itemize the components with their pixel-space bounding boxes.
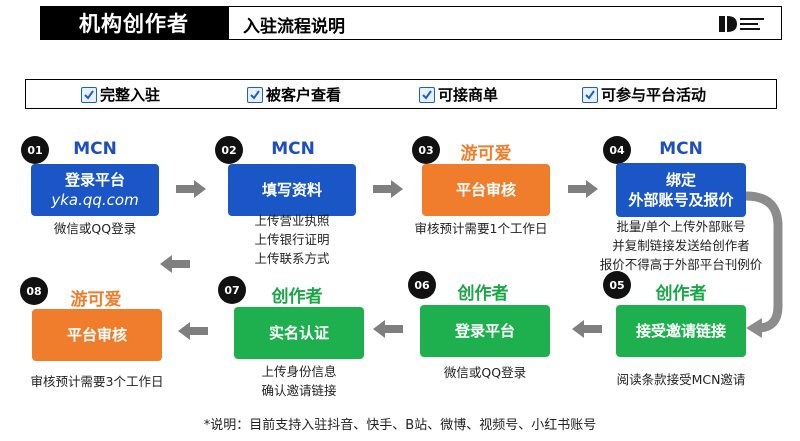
step-role: 创作者	[655, 284, 707, 304]
step-number: 01	[21, 136, 49, 164]
step-box-url: yka.qq.com	[51, 191, 139, 209]
step-number: 04	[603, 136, 631, 164]
feature-label: 被客户查看	[266, 86, 342, 104]
step-box-label: 外部账号及报价	[628, 191, 734, 209]
left-arrow-icon	[160, 255, 190, 273]
feature-label: 可参与平台活动	[601, 86, 707, 104]
step-note-line: 报价不得高于外部平台刊例价	[599, 257, 763, 272]
left-arrow-icon	[178, 322, 208, 340]
step-note: 上传营业执照 上传银行证明 上传联系方式	[212, 211, 372, 268]
step-number: 05	[603, 271, 631, 299]
step-box-label: 接受邀请链接	[635, 322, 726, 340]
step-box: 实名认证	[234, 307, 364, 359]
step-box-label: 登录平台	[454, 322, 515, 340]
step-role: MCN	[73, 139, 117, 159]
checkbox-checked-icon	[81, 86, 97, 103]
checkbox-checked-icon	[247, 86, 263, 103]
brand-logo-icon	[719, 16, 764, 32]
step-number: 02	[215, 136, 243, 164]
step-note: 上传身份信息 确认邀请链接	[219, 362, 379, 400]
step-number: 06	[408, 271, 436, 299]
step-number: 07	[218, 276, 246, 304]
step-role: 创作者	[271, 287, 323, 307]
feature-item: 完整入驻	[81, 84, 160, 105]
step-role: 游可爱	[70, 290, 122, 310]
checkbox-checked-icon	[419, 86, 435, 103]
step-role: 游可爱	[460, 144, 512, 164]
step-note: 微信或QQ登录	[15, 219, 175, 238]
step-box-label: 平台审核	[455, 181, 516, 199]
page-title: 机构创作者	[40, 6, 228, 40]
step-box: 平台审核	[422, 164, 550, 216]
right-arrow-icon	[568, 180, 598, 198]
feature-item: 可参与平台活动	[582, 84, 706, 105]
step-box-label: 绑定	[665, 171, 696, 189]
step-box-label: 填写资料	[261, 181, 322, 199]
step-note-line: 阅读条款接受MCN邀请	[616, 372, 746, 387]
step-box: 绑定 外部账号及报价	[616, 163, 746, 217]
step-box-label: 实名认证	[268, 324, 329, 342]
left-arrow-icon	[572, 320, 602, 338]
step-number: 08	[20, 277, 48, 305]
step-note: 阅读条款接受MCN邀请	[591, 370, 771, 389]
step-role: MCN	[659, 139, 703, 159]
step-note-line: 上传银行证明	[254, 232, 330, 247]
step-note: 微信或QQ登录	[405, 363, 565, 382]
step-box: 登录平台	[420, 305, 550, 357]
curved-arrow-icon	[745, 191, 783, 338]
step-box-label: 登录平台	[64, 171, 125, 189]
step-box: 登录平台 yka.qq.com	[31, 164, 159, 216]
step-note: 批量/单个上传外部账号 并复制链接发送给创作者 报价不得高于外部平台刊例价	[586, 217, 776, 274]
step-note: 审核预计需要1个工作日	[396, 219, 566, 238]
footer-note: *说明：目前支持入驻抖音、快手、B站、微博、视频号、小红书账号	[203, 418, 597, 433]
step-box-label: 平台审核	[66, 326, 127, 344]
step-note-line: 确认邀请链接	[261, 383, 337, 398]
step-note-line: 上传身份信息	[261, 364, 337, 379]
step-note-line: 上传营业执照	[254, 213, 330, 228]
step-box: 平台审核	[32, 309, 162, 361]
step-note-line: 批量/单个上传外部账号	[616, 219, 746, 234]
step-number: 03	[412, 136, 440, 164]
step-box: 接受邀请链接	[616, 305, 746, 357]
header-bar: 入驻流程说明	[228, 6, 782, 40]
step-note-line: 上传联系方式	[254, 251, 330, 266]
feature-item: 被客户查看	[247, 84, 341, 105]
step-note-line: 审核预计需要3个工作日	[30, 374, 164, 389]
feature-label: 可接商单	[438, 86, 499, 104]
feature-label: 完整入驻	[100, 86, 161, 104]
step-box: 填写资料	[228, 164, 356, 216]
step-note: 审核预计需要3个工作日	[12, 372, 182, 391]
header: 机构创作者 入驻流程说明	[0, 0, 800, 46]
feature-item: 可接商单	[419, 84, 498, 105]
page-subtitle: 入驻流程说明	[243, 17, 345, 37]
left-arrow-icon	[373, 320, 403, 338]
right-arrow-icon	[176, 180, 206, 198]
step-note-line: 微信或QQ登录	[53, 221, 137, 236]
step-role: 创作者	[457, 284, 509, 304]
step-note-line: 微信或QQ登录	[443, 365, 527, 380]
step-note-line: 审核预计需要1个工作日	[414, 221, 548, 236]
checkbox-checked-icon	[582, 86, 598, 103]
step-note-line: 并复制链接发送给创作者	[612, 238, 750, 253]
features-bar: 完整入驻 被客户查看 可接商单 可参与平台活动	[25, 79, 777, 109]
right-arrow-icon	[373, 180, 403, 198]
step-role: MCN	[271, 139, 315, 159]
